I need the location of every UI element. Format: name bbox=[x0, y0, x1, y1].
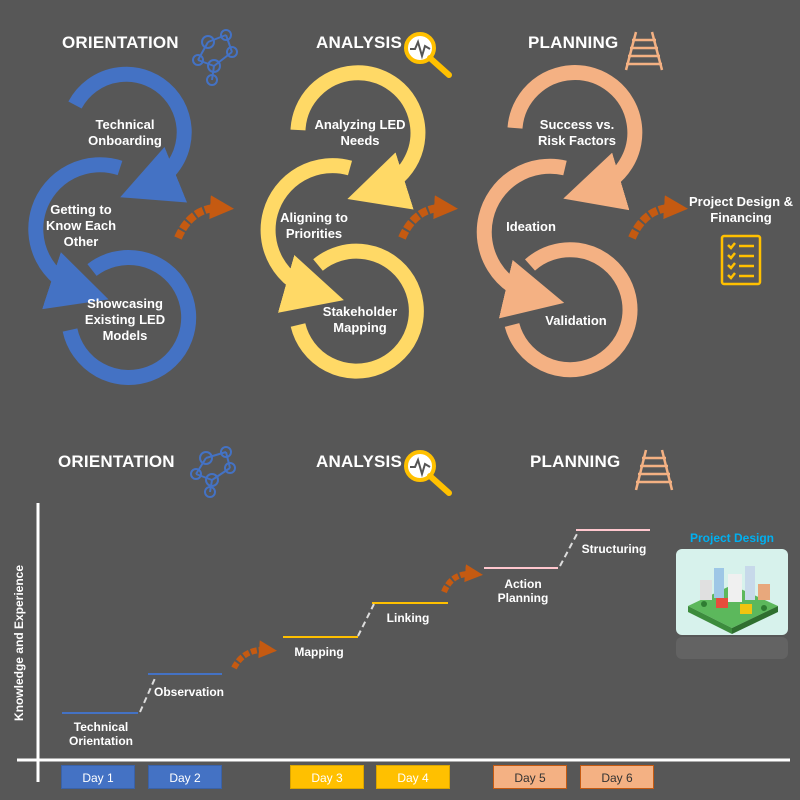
railway-track-icon bbox=[634, 449, 674, 491]
step-label-4: Linking bbox=[386, 611, 430, 625]
orientation-arc-1 bbox=[68, 66, 192, 203]
planning-item-2: Ideation bbox=[506, 219, 556, 234]
planning-title-bottom: PLANNING bbox=[530, 452, 621, 471]
step-label-2: Observation bbox=[153, 685, 225, 699]
planning-arc-1 bbox=[507, 65, 643, 211]
orientation-title-bottom: ORIENTATION bbox=[58, 452, 175, 471]
planning-item-3: Validation bbox=[545, 313, 607, 328]
analysis-arc-1 bbox=[290, 65, 426, 210]
day-6-label: Day 6 bbox=[580, 765, 654, 789]
orientation-title: ORIENTATION bbox=[62, 33, 179, 52]
riser-2 bbox=[357, 603, 375, 637]
magnifier-pulse-icon bbox=[404, 450, 452, 496]
y-axis-label: Knowledge and Experience bbox=[12, 564, 26, 722]
planning-arc-3 bbox=[504, 242, 638, 378]
flow-arrow-4 bbox=[231, 640, 277, 670]
analysis-title: ANALYSIS bbox=[316, 33, 402, 52]
orientation-arc-3 bbox=[62, 249, 197, 385]
planning-item-1: Success vs.Risk Factors bbox=[537, 117, 617, 148]
outcome-label: Project Design &Financing bbox=[688, 194, 794, 225]
network-people-icon bbox=[190, 446, 236, 498]
orientation-cycle bbox=[28, 66, 197, 385]
riser-1 bbox=[139, 675, 157, 713]
day-3-label: Day 3 bbox=[290, 765, 364, 789]
analysis-arc-3 bbox=[290, 243, 424, 379]
planning-cycle bbox=[476, 65, 643, 378]
day-1-label: Day 1 bbox=[61, 765, 135, 789]
railway-track-icon bbox=[624, 31, 664, 71]
analysis-cycle bbox=[260, 65, 426, 379]
planning-title: PLANNING bbox=[528, 33, 619, 52]
flow-arrow-1 bbox=[174, 195, 234, 240]
project-design-title: Project Design bbox=[689, 531, 775, 545]
magnifier-pulse-icon bbox=[404, 32, 452, 78]
step-label-6: Structuring bbox=[581, 542, 647, 556]
flow-arrow-5 bbox=[441, 564, 483, 594]
city-isometric-image bbox=[676, 549, 788, 659]
step-label-3: Mapping bbox=[294, 645, 344, 659]
checklist-icon bbox=[720, 234, 762, 286]
day-4-label: Day 4 bbox=[376, 765, 450, 789]
planning-arc-2 bbox=[476, 158, 567, 319]
orientation-arc-2 bbox=[28, 157, 123, 310]
network-people-icon bbox=[192, 29, 238, 86]
riser-3 bbox=[559, 531, 579, 567]
flow-arrow-2 bbox=[398, 195, 458, 240]
flow-arrow-3 bbox=[628, 195, 688, 240]
analysis-arc-2 bbox=[260, 158, 353, 313]
day-2-label: Day 2 bbox=[148, 765, 222, 789]
day-5-label: Day 5 bbox=[493, 765, 567, 789]
analysis-title-bottom: ANALYSIS bbox=[316, 452, 402, 471]
